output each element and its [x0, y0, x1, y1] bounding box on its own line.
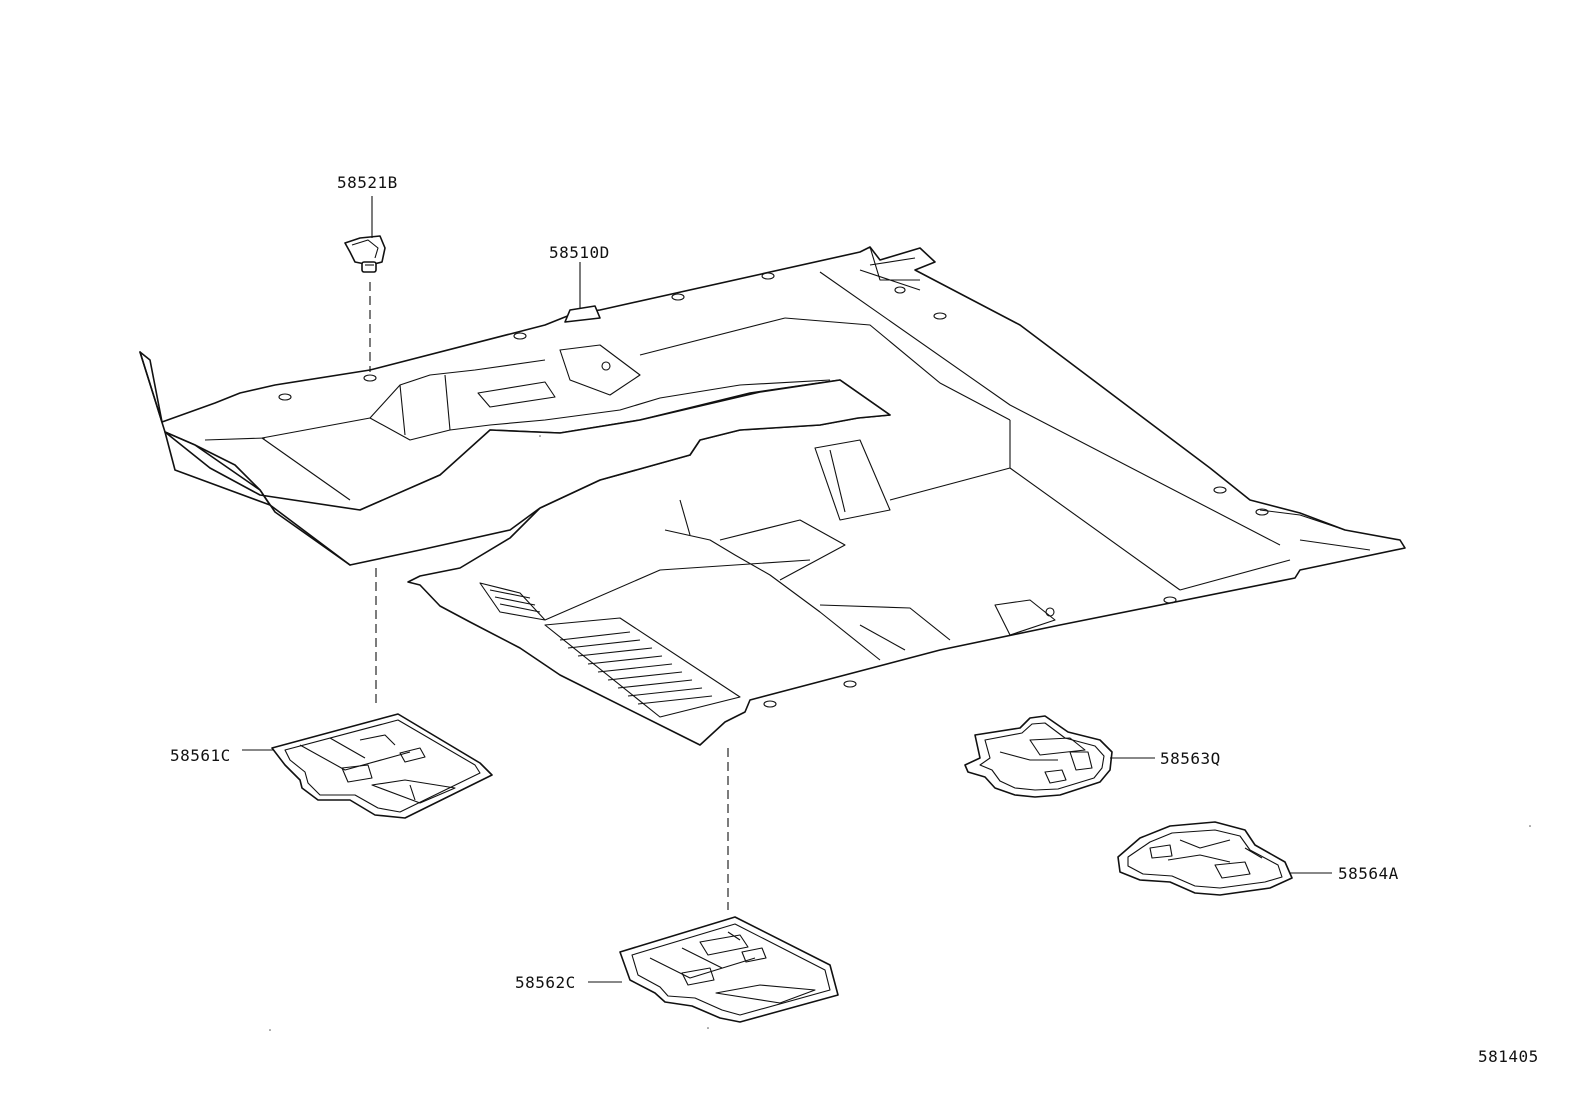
label-58521b: 58521B — [337, 173, 398, 192]
floor-carpet — [139, 246, 1406, 746]
floor-mat-58562c — [619, 916, 839, 1023]
label-58562c: 58562C — [515, 973, 576, 992]
label-58510d: 58510D — [549, 243, 610, 262]
label-58561c: 58561C — [170, 746, 231, 765]
scan-specks — [269, 435, 1531, 1031]
clip-part — [344, 235, 386, 273]
leader-lines — [242, 196, 1332, 983]
figure-number: 581405 — [1478, 1047, 1539, 1066]
floor-mat-58564a — [1117, 821, 1293, 896]
part-labels: 58521B 58510D 58561C 58562C 58563Q 58564… — [170, 173, 1539, 1066]
floor-mat-58563q — [964, 715, 1113, 798]
floor-mat-58561c — [271, 713, 493, 819]
alignment-lines — [369, 282, 729, 910]
label-58563q: 58563Q — [1160, 749, 1221, 768]
label-58564a: 58564A — [1338, 864, 1399, 883]
